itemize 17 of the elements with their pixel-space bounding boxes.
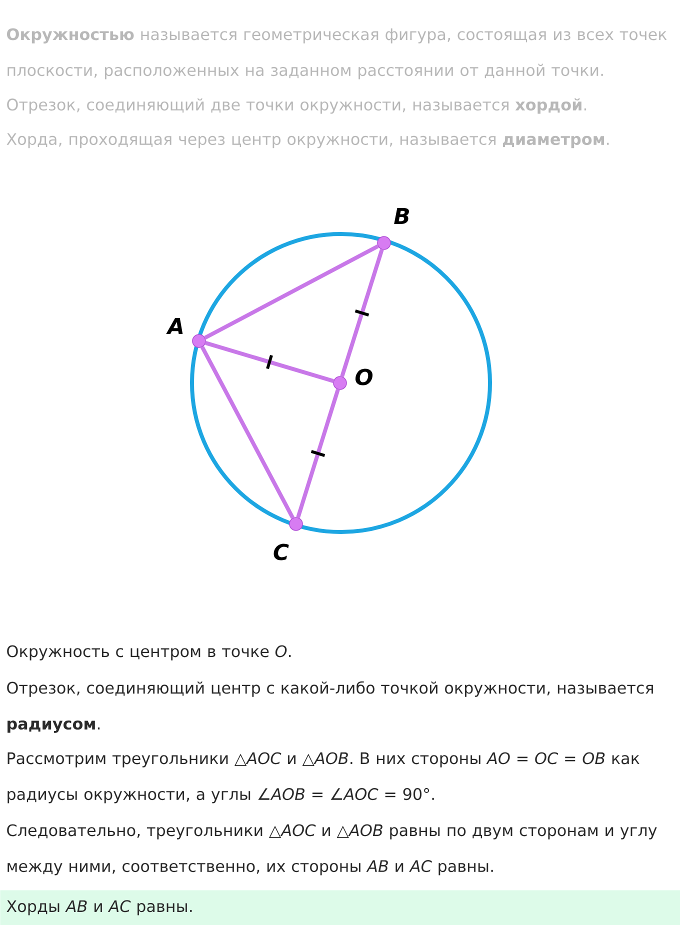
segment xyxy=(200,346,295,519)
paragraph: Рассмотрим треугольники △AOC и △AOB. В них стороны AO = OC = OB как радиусы окружности, а углы ∠AOB = ∠AOC = 90°. xyxy=(8,752,640,804)
segment xyxy=(340,248,384,378)
paragraph: Окружность с центром в точке O. xyxy=(7,645,291,660)
point-label: A xyxy=(166,318,183,334)
paragraph: Окружностью называется геометрическая фигура, состоящая из всех точек плоскости, расположенных на заданном расстоянии от данной точки. xyxy=(7,28,667,80)
point-label: B xyxy=(394,208,409,224)
paragraph: Следовательно, треугольники △AOC и △AOB равны по двум сторонам и углу между ними, соответственно, их стороны AB и AC равны. xyxy=(7,824,657,876)
conclusion-band: Хорды AB и AC равны. xyxy=(0,890,680,925)
segment xyxy=(204,244,379,340)
point-label: O xyxy=(355,368,373,386)
paragraph: Хорда, проходящая через центр окружности, называется диаметром. xyxy=(6,133,609,148)
segment xyxy=(296,388,340,518)
point-label: C xyxy=(274,544,289,560)
segment xyxy=(205,341,334,383)
paragraph: Отрезок, соединяющий две точки окружности, называется хордой. xyxy=(7,98,586,114)
paragraph: Отрезок, соединяющий центр с какой-либо точкой окружности, называется радиусом. xyxy=(7,681,653,733)
